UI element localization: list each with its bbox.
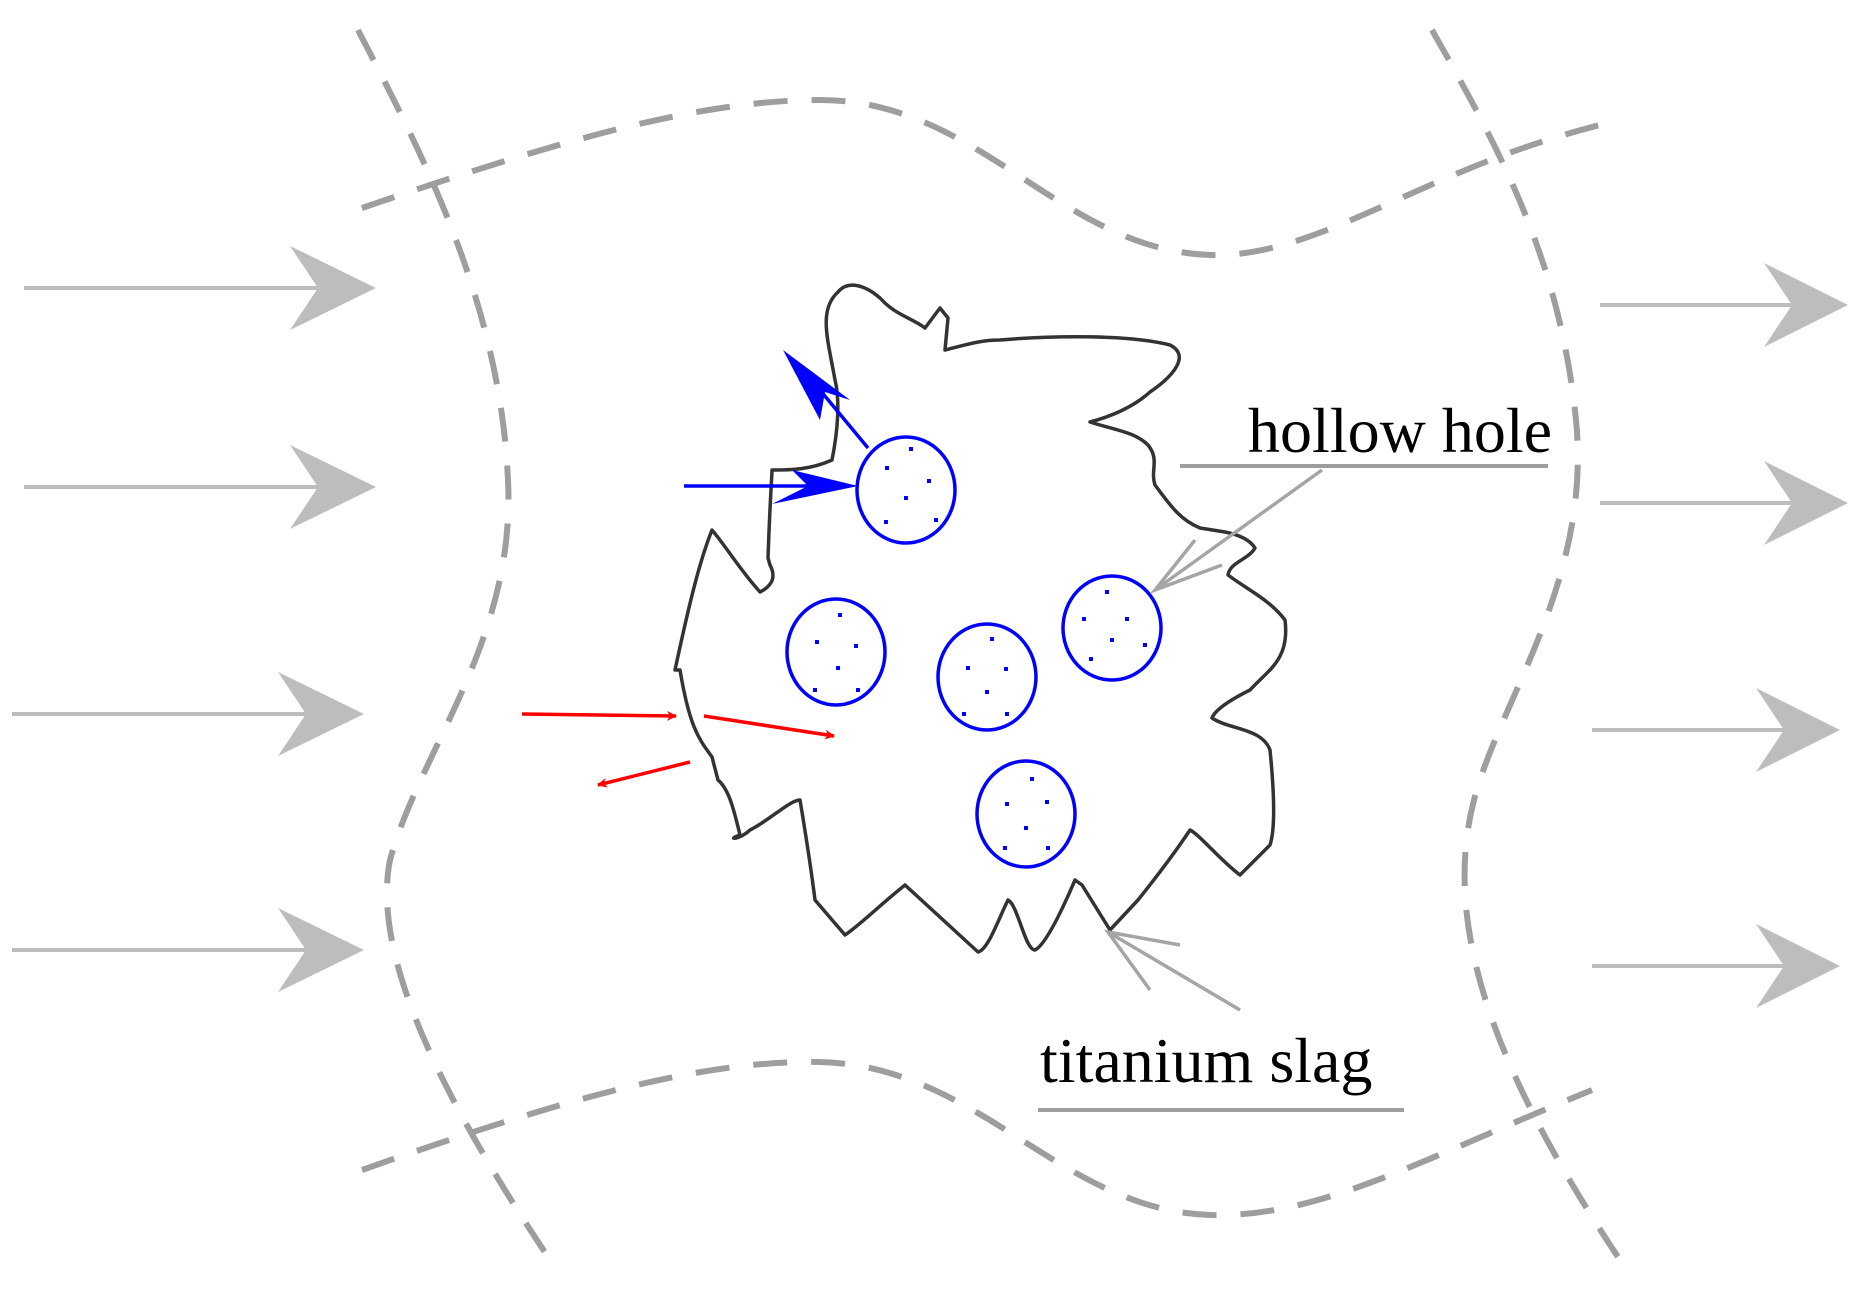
hollow-holes [785, 435, 1163, 869]
hollow-hole-2 [785, 597, 887, 707]
flow-arrow-out-2 [1600, 461, 1848, 545]
hollow-hole-4 [1061, 574, 1163, 682]
blue-arrows [684, 350, 870, 504]
blue-arrow-incoming [684, 470, 858, 504]
flow-arrow-in-4 [12, 908, 364, 992]
boundary-right [1429, 28, 1623, 1262]
flow-arrow-out-3 [1592, 688, 1840, 772]
flow-arrow-in-3 [12, 672, 364, 756]
red-arrow-incoming [521, 710, 677, 721]
titanium-slag-outline [673, 283, 1288, 954]
dashed-flow-boundaries [355, 28, 1623, 1262]
red-arrows [521, 710, 835, 788]
flow-arrow-out-1 [1600, 263, 1848, 347]
flow-arrow-in-1 [24, 246, 376, 330]
flow-arrow-in-2 [24, 445, 376, 529]
hollow-hole-1 [855, 435, 957, 545]
incoming-flow-arrows [12, 246, 376, 992]
red-arrow-transmitted [703, 714, 835, 740]
boundary-top [361, 96, 1601, 259]
hollow-hole-5 [975, 759, 1077, 869]
label-hollow-hole: hollow hole [1149, 395, 1552, 594]
boundary-bottom [361, 1058, 1594, 1219]
label-hollow-hole-text: hollow hole [1248, 395, 1552, 466]
label-titanium-slag-text: titanium slag [1040, 1025, 1372, 1096]
flow-arrow-out-4 [1592, 924, 1840, 1008]
label-titanium-slag: titanium slag [1038, 929, 1404, 1112]
titanium-slag-pointer [1104, 929, 1241, 1012]
blue-arrow-escaping [783, 350, 870, 450]
outgoing-flow-arrows [1592, 263, 1848, 1008]
hollow-hole-pointer [1149, 468, 1324, 594]
boundary-left [355, 28, 553, 1262]
hollow-hole-3 [936, 622, 1038, 732]
red-arrow-reflected [597, 760, 691, 788]
